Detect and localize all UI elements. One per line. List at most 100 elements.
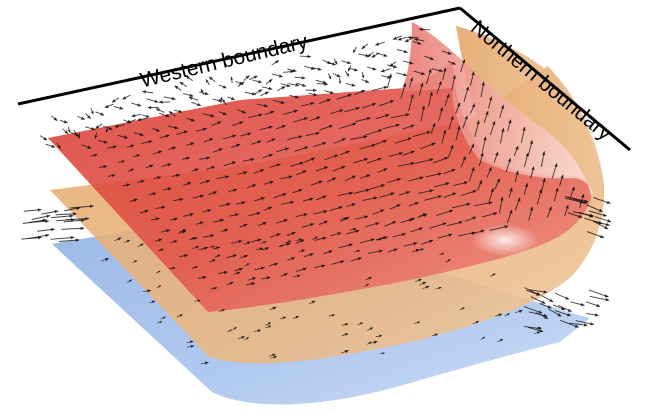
velocity-arrowhead: [124, 135, 128, 139]
velocity-arrowhead: [105, 257, 109, 262]
velocity-arrowhead: [438, 286, 442, 290]
velocity-arrowhead: [298, 188, 303, 193]
velocity-arrowhead: [371, 143, 376, 148]
velocity-arrowhead: [310, 101, 315, 106]
velocity-arrowhead: [309, 253, 314, 257]
velocity-arrowhead: [230, 96, 235, 101]
velocity-arrowhead: [341, 138, 346, 142]
velocity-arrowhead: [89, 204, 94, 209]
velocity-arrowhead: [245, 75, 250, 80]
velocity-arrowhead: [547, 305, 552, 309]
velocity-arrowhead: [402, 83, 407, 87]
velocity-arrowhead: [272, 353, 276, 357]
velocity-arrowhead: [275, 60, 279, 64]
velocity-arrowhead: [471, 167, 475, 172]
velocity-arrowhead: [434, 333, 438, 337]
velocity-arrowhead: [452, 75, 456, 80]
top-layer-surface: [48, 60, 592, 312]
velocity-arrowhead: [381, 184, 385, 188]
velocity-arrowhead: [406, 191, 410, 195]
velocity-arrowhead: [81, 218, 85, 223]
velocity-arrowhead: [401, 232, 406, 237]
velocity-arrowhead: [111, 173, 116, 178]
velocity-arrowhead: [331, 62, 336, 66]
velocity-arrowhead: [190, 142, 195, 146]
velocity-arrowhead: [158, 238, 162, 242]
velocity-arrowhead: [202, 275, 207, 280]
velocity-arrowhead: [383, 85, 388, 90]
velocity-arrowhead: [185, 156, 190, 161]
velocity-arrowhead: [80, 226, 85, 231]
velocity-arrowhead: [393, 64, 397, 69]
velocity-arrowhead: [217, 121, 222, 125]
velocity-arrowhead: [605, 297, 610, 302]
velocity-arrowhead: [235, 213, 239, 217]
velocity-arrowhead: [263, 241, 267, 244]
velocity-arrowhead: [349, 191, 353, 195]
velocity-arrowhead: [571, 186, 575, 191]
velocity-arrowhead: [268, 125, 273, 130]
velocity-arrowhead: [268, 325, 272, 328]
velocity-arrowhead: [142, 90, 147, 94]
velocity-arrowhead: [313, 88, 317, 93]
velocity-arrowhead: [366, 116, 371, 121]
velocity-arrowhead: [274, 262, 279, 266]
velocity-arrowhead: [343, 217, 347, 221]
velocity-arrowhead: [395, 123, 400, 128]
velocity-arrowhead: [364, 215, 368, 219]
velocity-arrowhead: [566, 313, 571, 317]
velocity-arrowhead: [264, 103, 268, 108]
velocity-arrowhead: [464, 115, 468, 120]
velocity-arrowhead: [396, 178, 401, 182]
velocity-arrowhead: [383, 168, 388, 172]
velocity-arrowhead: [158, 150, 162, 154]
velocity-arrowhead: [451, 61, 456, 65]
velocity-arrowhead: [131, 113, 136, 118]
velocity-arrowhead: [179, 314, 183, 317]
velocity-arrowhead: [283, 218, 288, 223]
velocity-arrowhead: [185, 76, 190, 80]
velocity-arrowhead: [393, 36, 398, 40]
velocity-arrowhead: [565, 296, 570, 300]
velocity-arrowhead: [352, 122, 357, 127]
velocity-arrowhead: [488, 201, 493, 205]
velocity-arrowhead: [328, 124, 333, 129]
velocity-arrowhead: [413, 242, 418, 246]
velocity-arrowhead: [238, 239, 243, 244]
velocity-arrowhead: [250, 157, 255, 162]
velocity-arrowhead: [378, 249, 383, 253]
velocity-arrowhead: [542, 178, 546, 183]
velocity-arrowhead: [159, 100, 163, 104]
velocity-arrowhead: [171, 96, 176, 101]
velocity-arrowhead: [471, 103, 475, 108]
velocity-arrowhead: [94, 135, 98, 139]
velocity-arrowhead: [162, 316, 166, 319]
velocity-arrowhead: [282, 193, 287, 197]
velocity-arrowhead: [112, 145, 117, 149]
velocity-arrowhead: [385, 114, 390, 118]
velocity-arrowhead: [126, 119, 131, 124]
velocity-arrowhead: [290, 200, 294, 205]
western-boundary-line: [17, 6, 461, 106]
velocity-arrowhead: [158, 285, 161, 288]
velocity-arrowhead: [410, 94, 414, 99]
velocity-arrowhead: [194, 265, 198, 269]
velocity-arrowhead: [393, 248, 398, 252]
velocity-arrowhead: [303, 213, 308, 217]
velocity-arrowhead: [45, 233, 50, 238]
velocity-arrowhead: [311, 300, 316, 304]
velocity-arrowhead: [390, 192, 395, 196]
velocity-arrowhead: [145, 114, 150, 118]
velocity-arrowhead: [189, 213, 194, 217]
velocity-arrowhead: [139, 132, 144, 137]
velocity-arrowhead: [148, 140, 153, 144]
velocity-arrowhead: [252, 184, 256, 188]
velocity-arrowhead: [302, 267, 307, 271]
velocity-arrowhead: [583, 323, 588, 327]
velocity-arrowhead: [220, 96, 223, 100]
velocity-arrowhead: [452, 192, 457, 196]
velocity-arrowhead: [368, 276, 372, 280]
velocity-arrowhead: [366, 174, 371, 178]
velocity-arrowhead: [351, 203, 356, 207]
velocity-arrowhead: [544, 315, 549, 319]
